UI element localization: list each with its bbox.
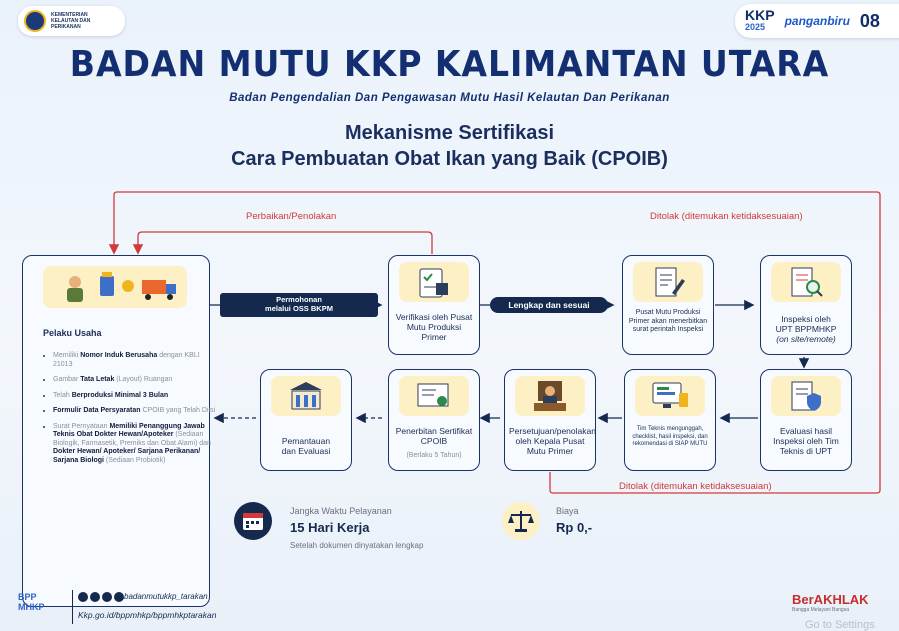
persetujuan-card: Persetujuan/penolakan oleh Kepala Pusat … bbox=[504, 369, 596, 471]
surat-perintah-card: Pusat Mutu Produksi Primer akan menerbit… bbox=[622, 255, 714, 355]
penerbitan-text: Penerbitan Sertifikat CPOIB bbox=[395, 426, 473, 446]
facebook-icon[interactable] bbox=[90, 592, 100, 602]
windows-activation-watermark: Go to Settings bbox=[805, 619, 875, 631]
requirement-item: Gambar Tata Letak (Layout) Ruangan bbox=[53, 376, 219, 385]
reject-loop-top bbox=[108, 191, 881, 283]
certificate-icon bbox=[399, 376, 469, 416]
perbaikan-loop bbox=[132, 231, 433, 255]
ministry-logo: KEMENTERIAN KELAUTAN DAN PERIKANAN bbox=[18, 6, 125, 36]
document-pen-icon bbox=[633, 262, 703, 302]
youtube-icon[interactable] bbox=[102, 592, 112, 602]
business-people-icon bbox=[67, 272, 176, 302]
tiktok-icon[interactable] bbox=[114, 592, 124, 602]
eight-logo: 08 bbox=[859, 10, 880, 31]
jangka-value: 15 Hari Kerja bbox=[290, 520, 370, 535]
pemantauan-card: Pemantauan dan Evaluasi bbox=[260, 369, 352, 471]
pelaku-requirements: Memiliki Nomor Induk Berusaha dengan KBL… bbox=[37, 352, 219, 472]
requirement-item: Memiliki Nomor Induk Berusaha dengan KBL… bbox=[53, 352, 219, 369]
inspeksi-card: Inspeksi oleh UPT BPPMHKP (on site/remot… bbox=[760, 255, 852, 355]
bpp-mhkp-logo: BPP MHKP bbox=[18, 592, 45, 612]
lengkap-label: Lengkap dan sesuai bbox=[490, 297, 608, 313]
ditolak-top-label: Ditolak (ditemukan ketidaksesuaian) bbox=[650, 211, 803, 222]
instagram-icon[interactable] bbox=[78, 592, 88, 602]
verifikasi-card: Verifikasi oleh Pusat Mutu Produksi Prim… bbox=[388, 255, 480, 355]
permohonan-label: Permohonan melalui OSS BKPM bbox=[220, 293, 378, 317]
reject-loop-bottom bbox=[549, 283, 881, 494]
evaluasi-text: Evaluasi hasil Inspeksi oleh Tim Teknis … bbox=[773, 426, 839, 456]
website-link[interactable]: Kkp.go.id/bppmhkp/bppmhkptarakan bbox=[78, 610, 217, 620]
requirement-item: Formulir Data Persyaratan CPOIB yang Tel… bbox=[53, 407, 219, 416]
page-subtitle: Badan Pengendalian Dan Pengawasan Mutu H… bbox=[229, 92, 670, 104]
pelaku-usaha-card: Pelaku Usaha Memiliki Nomor Induk Berusa… bbox=[22, 255, 215, 607]
footer-divider bbox=[72, 590, 73, 624]
tim-teknis-card: Tim Teknis mengunggah, checklist, hasil … bbox=[624, 369, 716, 471]
biaya-label: Biaya bbox=[556, 506, 579, 516]
biaya-value: Rp 0,- bbox=[556, 520, 593, 535]
ministry-emblem-icon bbox=[24, 10, 46, 32]
official-desk-icon bbox=[515, 376, 585, 416]
tim-teknis-text: Tim Teknis mengunggah, checklist, hasil … bbox=[632, 426, 708, 447]
requirement-item: Surat Pernyataan Memiliki Penanggung Jaw… bbox=[53, 423, 219, 466]
berakhlak-logo: BerAKHLAK bbox=[792, 592, 869, 607]
social-icons bbox=[78, 592, 124, 602]
evaluasi-card: Evaluasi hasil Inspeksi oleh Tim Teknis … bbox=[760, 369, 852, 471]
verification-checklist-icon bbox=[399, 262, 469, 302]
inspection-magnifier-icon bbox=[771, 262, 841, 302]
jangka-note: Setelah dokumen dinyatakan lengkap bbox=[290, 541, 424, 550]
surat-perintah-text: Pusat Mutu Produksi Primer akan menerbit… bbox=[628, 309, 708, 333]
persetujuan-text: Persetujuan/penolakan oleh Kepala Pusat … bbox=[509, 426, 596, 456]
jangka-label: Jangka Waktu Pelayanan bbox=[290, 506, 392, 516]
pelaku-usaha-title: Pelaku Usaha bbox=[43, 328, 102, 338]
ministry-logo-text: KEMENTERIAN KELAUTAN DAN PERIKANAN bbox=[51, 12, 91, 30]
panganbiru-logo: panganbiru bbox=[784, 14, 850, 28]
berakhlak-tagline: Bangga Melayani Bangsa bbox=[792, 607, 849, 613]
page-title: BADAN MUTU KKP KALIMANTAN UTARA bbox=[69, 44, 830, 85]
scale-balance-icon bbox=[502, 502, 540, 540]
inspeksi-text: Inspeksi oleh UPT BPPMHKP (on site/remot… bbox=[775, 314, 837, 344]
perbaikan-label: Perbaikan/Penolakan bbox=[246, 211, 337, 222]
calendar-icon bbox=[234, 502, 272, 540]
social-handle[interactable]: badanmutukkp_tarakan bbox=[124, 592, 208, 601]
verifikasi-text: Verifikasi oleh Pusat Mutu Produksi Prim… bbox=[395, 312, 473, 342]
heading-line1: Mekanisme Sertifikasi bbox=[345, 122, 554, 144]
evaluation-shield-icon bbox=[771, 376, 841, 416]
government-building-icon bbox=[271, 376, 341, 416]
pemantauan-text: Pemantauan dan Evaluasi bbox=[281, 436, 331, 456]
ditolak-bottom-label: Ditolak (ditemukan ketidaksesuaian) bbox=[619, 481, 772, 492]
requirement-item: Telah Berproduksi Minimal 3 Bulan bbox=[53, 392, 219, 401]
pelaku-usaha-icon bbox=[43, 266, 187, 308]
berlaku-text: (Berlaku 5 Tahun) bbox=[406, 452, 462, 459]
heading-line2: Cara Pembuatan Obat Ikan yang Baik (CPOI… bbox=[231, 148, 668, 170]
computer-upload-icon bbox=[635, 376, 705, 416]
penerbitan-card: Penerbitan Sertifikat CPOIB (Berlaku 5 T… bbox=[388, 369, 480, 471]
